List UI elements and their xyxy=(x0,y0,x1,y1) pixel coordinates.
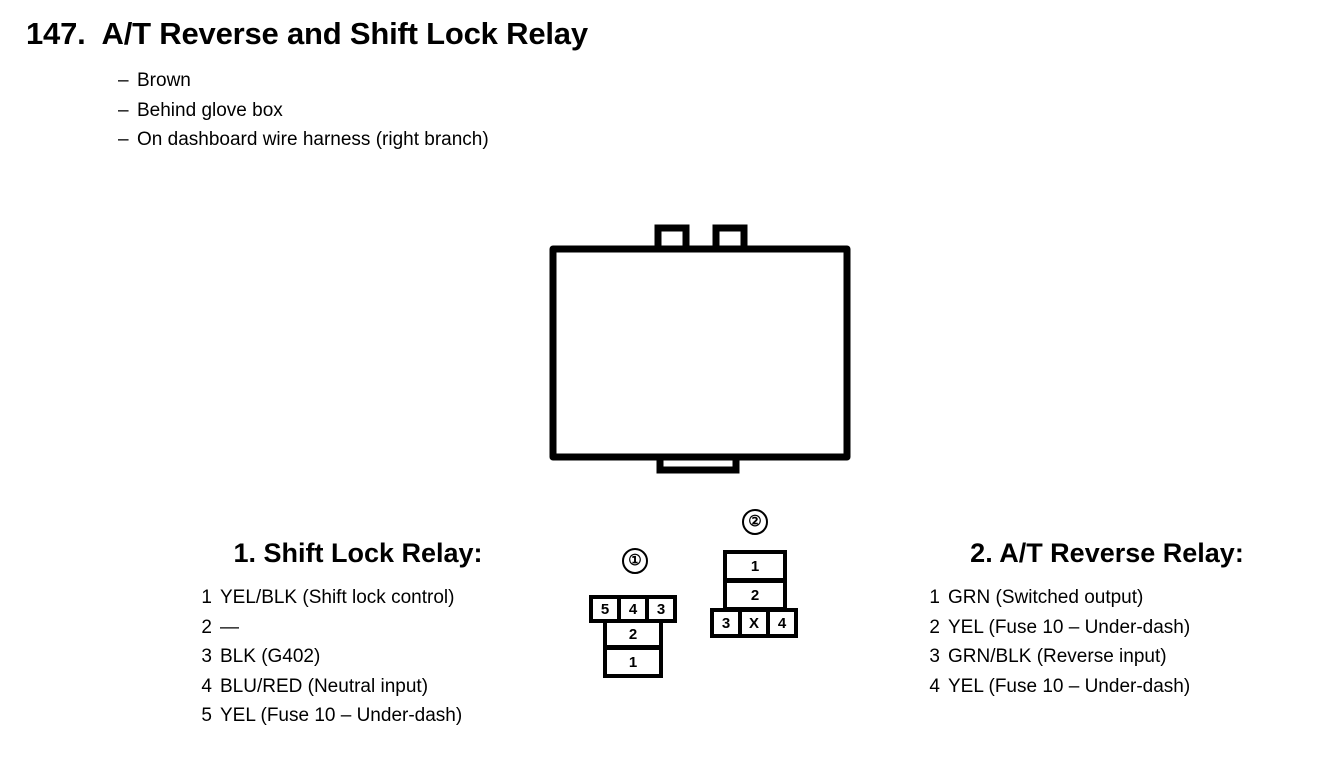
relay-connector-diagram: ① 5 4 3 2 1 ② 1 2 3 X 4 xyxy=(520,215,870,678)
pin-cell: 2 xyxy=(607,623,659,645)
pin-number: 2 xyxy=(201,616,212,638)
pin-cell: 4 xyxy=(770,612,794,634)
bullet-dash-icon: – xyxy=(118,99,129,121)
list-item: –Brown xyxy=(118,66,489,96)
pin-description: YEL (Fuse 10 – Under-dash) xyxy=(948,616,1191,638)
connector-1-marker: ① xyxy=(622,548,648,574)
legend-pin-row: 3 GRN/BLK (Reverse input) xyxy=(918,642,1296,672)
legend-at-reverse-relay: 2. A/T Reverse Relay: 1 GRN (Switched out… xyxy=(918,538,1296,701)
location-bullet-list: –Brown –Behind glove box –On dashboard w… xyxy=(118,66,489,155)
pin-cell: 3 xyxy=(714,612,738,634)
page-title-number: 147. xyxy=(26,16,86,51)
connector-2-mid-row: 2 xyxy=(723,579,787,611)
list-item-label: Brown xyxy=(137,70,191,91)
legend-shift-lock-relay: 1. Shift Lock Relay: 1 YEL/BLK (Shift loc… xyxy=(190,538,526,731)
bullet-dash-icon: – xyxy=(118,70,129,91)
connector-2-top-row: 1 xyxy=(723,550,787,582)
legend-pin-row: 1 YEL/BLK (Shift lock control) xyxy=(190,583,526,613)
page-title-text: A/T Reverse and Shift Lock Relay xyxy=(101,16,589,51)
pin-description: YEL (Fuse 10 – Under-dash) xyxy=(948,675,1191,697)
pin-number: 3 xyxy=(929,646,940,667)
pin-cell: 5 xyxy=(593,599,617,619)
pin-cell: 4 xyxy=(621,599,645,619)
pin-cell: 1 xyxy=(727,554,783,578)
pin-description: GRN/BLK (Reverse input) xyxy=(948,646,1167,667)
legend-pin-row: 4 YEL (Fuse 10 – Under-dash) xyxy=(918,672,1296,702)
pin-cell: 2 xyxy=(727,583,783,607)
pin-number: 2 xyxy=(929,616,940,638)
pin-description: YEL (Fuse 10 – Under-dash) xyxy=(220,705,463,726)
pin-number: 1 xyxy=(929,587,940,608)
list-item-label: Behind glove box xyxy=(137,99,283,121)
pin-cell: 1 xyxy=(607,650,659,674)
bullet-dash-icon: – xyxy=(118,129,129,150)
pin-description: — xyxy=(220,616,239,638)
pin-description: YEL/BLK (Shift lock control) xyxy=(220,587,455,608)
legend-pin-row: 1 GRN (Switched output) xyxy=(918,583,1296,613)
legend-title: 2. A/T Reverse Relay: xyxy=(970,538,1244,568)
pin-cell-blank: X xyxy=(742,612,766,634)
connector-2-bottom-row: 3 X 4 xyxy=(710,608,798,638)
pin-description: GRN (Switched output) xyxy=(948,587,1144,608)
connector-1-mid-row: 2 xyxy=(603,619,663,649)
list-item-label: On dashboard wire harness (right branch) xyxy=(137,129,489,150)
legend-title: 1. Shift Lock Relay: xyxy=(233,538,483,568)
legend-pin-row: 2 YEL (Fuse 10 – Under-dash) xyxy=(918,613,1296,643)
connector-1-bottom-row: 1 xyxy=(603,646,663,678)
legend-pin-row: 4 BLU/RED (Neutral input) xyxy=(190,672,526,702)
list-item: –On dashboard wire harness (right branch… xyxy=(118,125,489,155)
legend-pin-row: 3 BLK (G402) xyxy=(190,642,526,672)
pin-number: 4 xyxy=(929,675,940,697)
pin-number: 5 xyxy=(201,705,212,726)
pin-number: 3 xyxy=(201,646,212,667)
pin-description: BLU/RED (Neutral input) xyxy=(220,675,429,697)
connector-1-top-row: 5 4 3 xyxy=(589,595,677,623)
pin-number: 4 xyxy=(201,675,212,697)
page-title: 147. A/T Reverse and Shift Lock Relay xyxy=(26,16,588,52)
relay-body-outline xyxy=(549,224,851,474)
pin-cell: 3 xyxy=(649,599,673,619)
pin-number: 1 xyxy=(201,587,212,608)
legend-pin-row: 5 YEL (Fuse 10 – Under-dash) xyxy=(190,701,526,731)
list-item: –Behind glove box xyxy=(118,96,489,126)
connector-2-marker: ② xyxy=(742,509,768,535)
legend-pin-row: 2— xyxy=(190,613,526,643)
pin-description: BLK (G402) xyxy=(220,646,321,667)
